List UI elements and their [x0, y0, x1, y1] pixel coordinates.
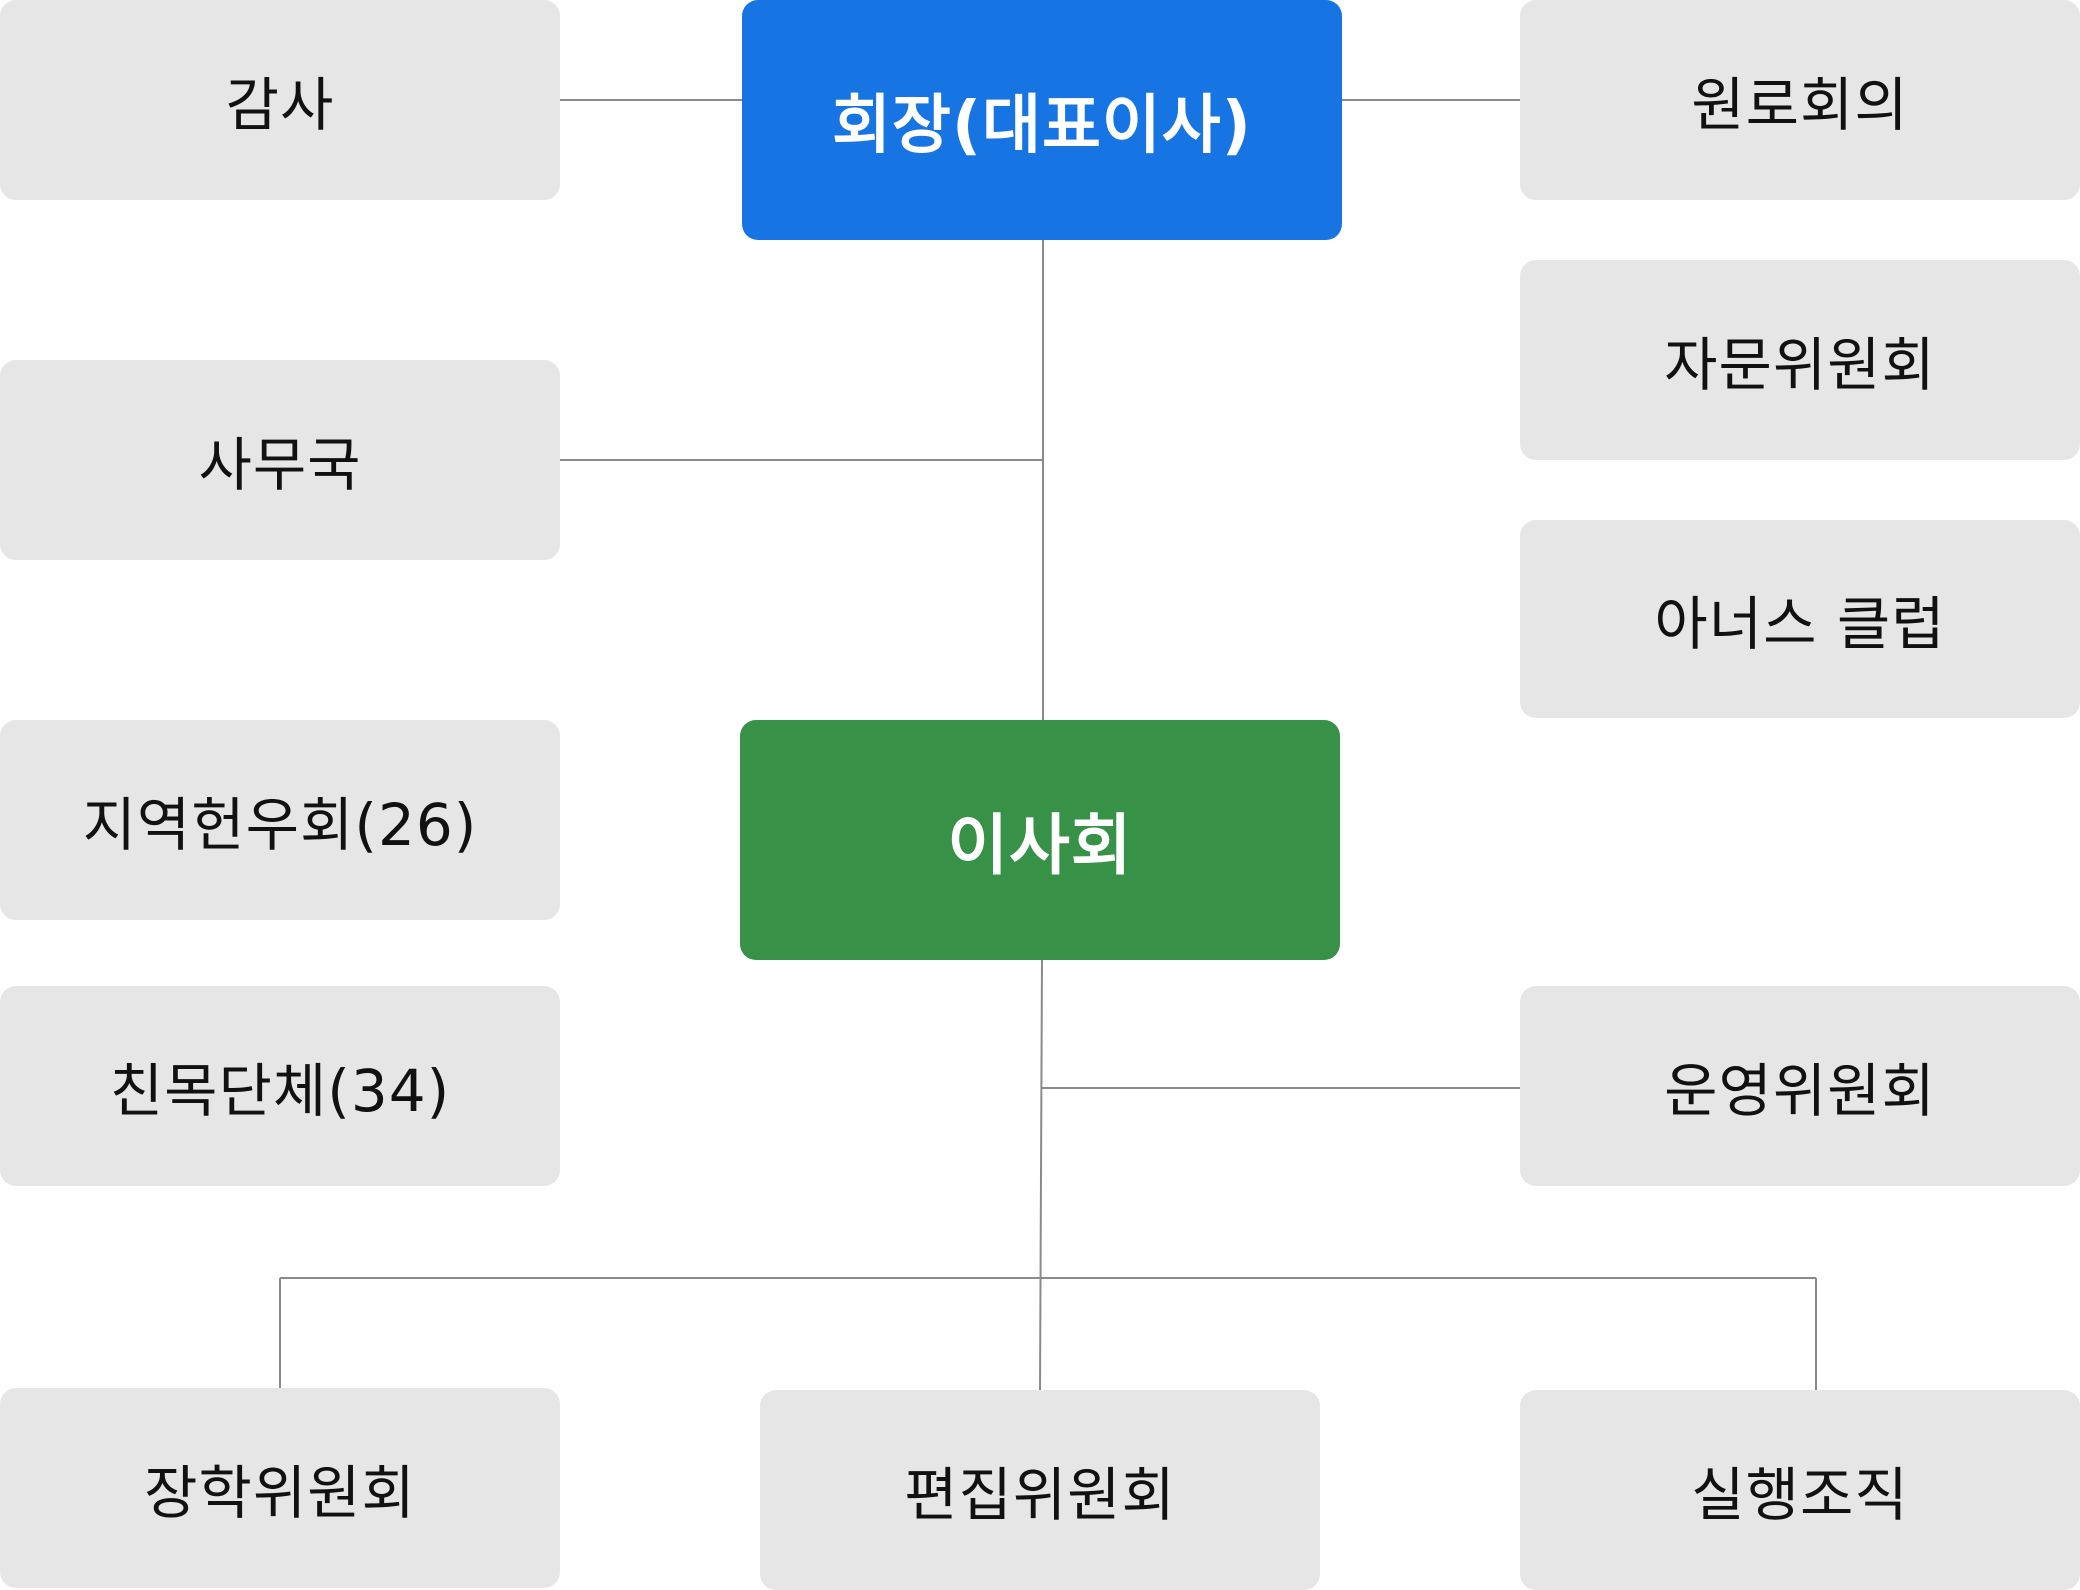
regional-label: 지역헌우회(26)	[82, 791, 478, 859]
fellowship-label: 친목단체(34)	[109, 1057, 451, 1125]
scholarship-box: 장학위원회	[0, 1388, 560, 1588]
editorial-box: 편집위원회	[760, 1390, 1320, 1590]
scholarship-label: 장학위원회	[144, 1459, 416, 1527]
regional-box: 지역헌우회(26)	[0, 720, 560, 920]
root-label: 회장(대표이사)	[832, 89, 1252, 163]
audit-box: 감사	[0, 0, 560, 200]
elders-box: 원로회의	[1520, 0, 2080, 200]
executive-box: 실행조직	[1520, 1390, 2080, 1590]
board-node: 이사회	[740, 720, 1340, 960]
honors-club-label: 아너스 클럽	[1654, 590, 1946, 658]
elders-label: 원로회의	[1691, 71, 1909, 139]
advisory-box: 자문위원회	[1520, 260, 2080, 460]
executive-label: 실행조직	[1691, 1461, 1909, 1529]
board-label: 이사회	[947, 807, 1133, 884]
line-board-down	[1039, 957, 1043, 1393]
fellowship-box: 친목단체(34)	[0, 986, 560, 1186]
secretariat-box: 사무국	[0, 360, 560, 560]
advisory-label: 자문위원회	[1664, 331, 1936, 399]
secretariat-label: 사무국	[198, 431, 362, 499]
operations-box: 운영위원회	[1520, 986, 2080, 1186]
honors-club-box: 아너스 클럽	[1520, 520, 2080, 718]
audit-label: 감사	[225, 71, 335, 139]
root-node: 회장(대표이사)	[742, 0, 1342, 240]
operations-label: 운영위원회	[1664, 1057, 1936, 1125]
editorial-label: 편집위원회	[904, 1461, 1176, 1529]
